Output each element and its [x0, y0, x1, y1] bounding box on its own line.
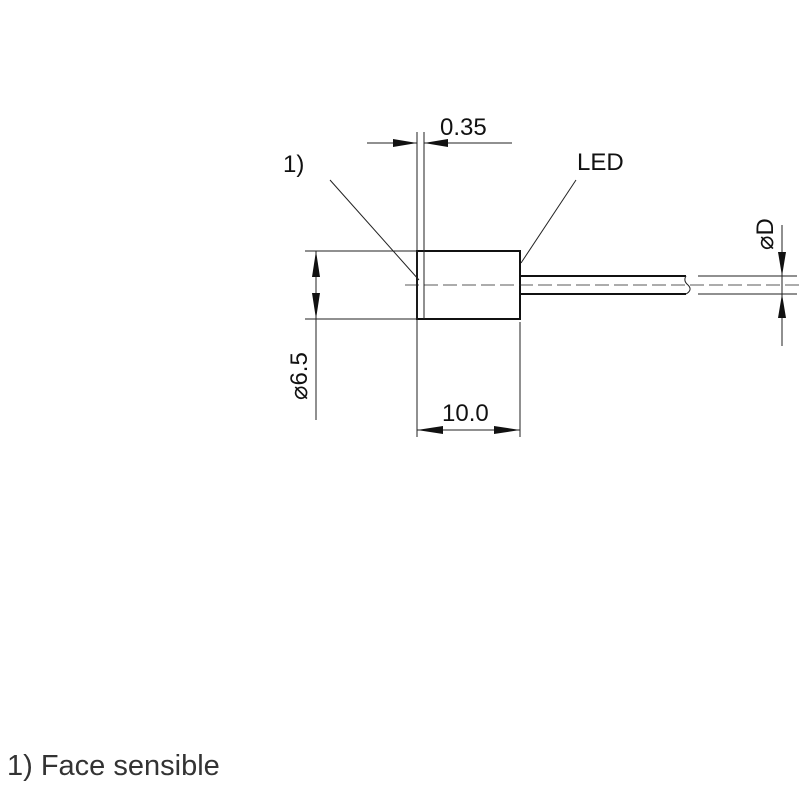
led-label: LED — [577, 149, 624, 176]
dimension-diameter-sensor-label: ⌀6.5 — [286, 352, 313, 400]
dimension-length: 10.0 — [417, 400, 520, 434]
dimension-diameter-cable: ⌀D — [752, 218, 786, 346]
dimension-diameter-cable-label: ⌀D — [752, 218, 779, 250]
dimension-gap: 0.35 — [367, 114, 512, 147]
dimension-diameter-sensor: ⌀6.5 — [286, 251, 320, 420]
cable — [520, 275, 691, 295]
leader-led: LED — [520, 149, 624, 264]
leader-face: 1) — [283, 151, 420, 281]
dimension-length-label: 10.0 — [442, 400, 489, 427]
dimension-gap-label: 0.35 — [440, 114, 487, 141]
extension-lines — [305, 132, 797, 437]
face-marker-label: 1) — [283, 151, 304, 178]
footnote: 1) Face sensible — [7, 750, 220, 782]
